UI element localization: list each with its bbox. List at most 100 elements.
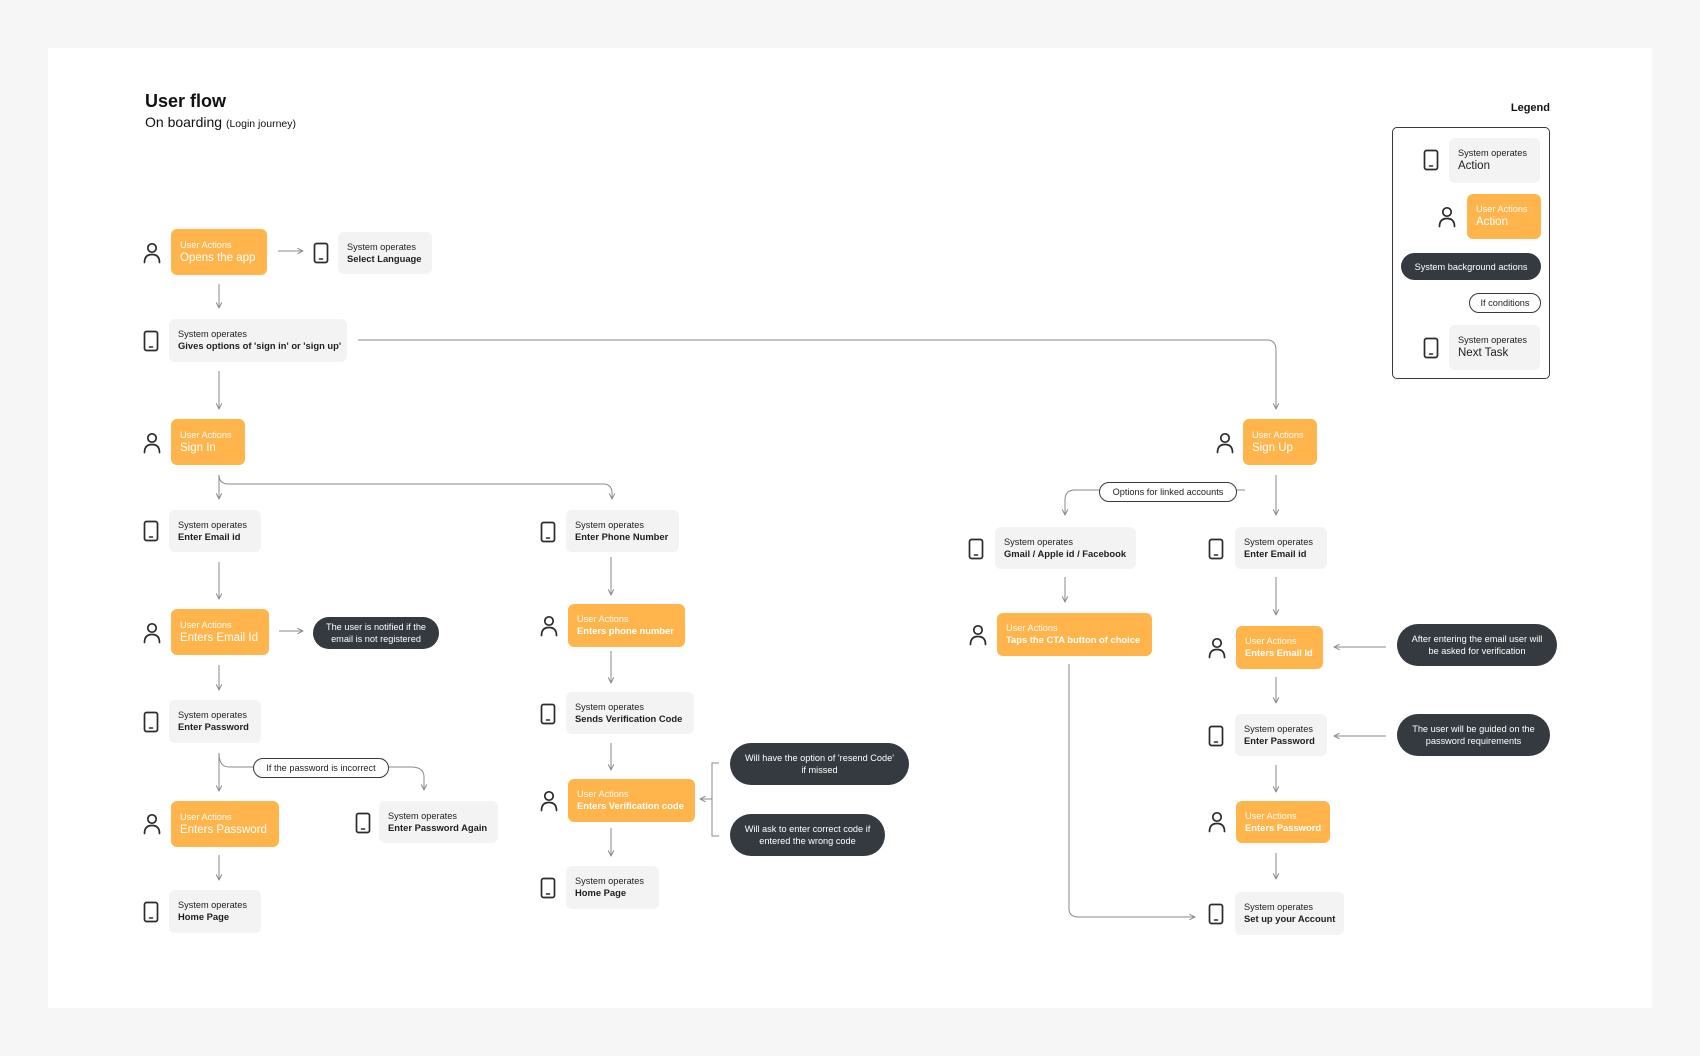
phone-icon <box>143 520 159 542</box>
node-sub: System operates <box>1244 902 1313 912</box>
node-sub: User Actions <box>1006 623 1058 633</box>
node-home-page-2: System operates Home Page <box>566 866 659 909</box>
node-main: Home Page <box>178 911 230 922</box>
legend-user-action: User Actions Action <box>1467 194 1541 239</box>
condition-password-incorrect: If the password is incorrect <box>253 758 389 778</box>
phone-icon <box>1208 725 1224 747</box>
person-icon <box>1438 206 1456 228</box>
note-line: be asked for verification <box>1428 646 1526 656</box>
connector <box>218 752 424 790</box>
note-line: The user will be guided on the <box>1412 724 1535 734</box>
node-taps-cta: User Actions Taps the CTA button of choi… <box>997 613 1152 656</box>
node-sub: User Actions <box>1476 204 1528 214</box>
node-main: Enter Phone Number <box>575 530 669 542</box>
node-sub: System operates <box>1458 335 1527 345</box>
note-password-requirements: The user will be guided on the password … <box>1397 714 1550 756</box>
node-enters-phone: User Actions Enters phone number <box>568 604 685 647</box>
node-enter-email: System operates Enter Email id <box>169 510 261 552</box>
phone-icon <box>968 538 984 560</box>
phone-icon <box>355 812 371 834</box>
note-verification: After entering the email user will be as… <box>1397 624 1557 666</box>
note-line: if missed <box>801 765 838 775</box>
node-main: Next Task <box>1458 347 1509 359</box>
person-icon <box>143 622 161 644</box>
condition-label: If the password is incorrect <box>266 763 376 773</box>
node-sub: System operates <box>1244 536 1313 547</box>
connector <box>1065 489 1245 515</box>
node-sub: User Actions <box>180 239 232 250</box>
phone-icon <box>1423 149 1439 171</box>
node-opens-app: User Actions Opens the app <box>171 229 267 275</box>
person-icon <box>1208 811 1226 833</box>
node-enters-email: User Actions Enters Email Id <box>171 609 269 655</box>
node-sub: User Actions <box>180 619 232 630</box>
node-main: Enter Password <box>1244 734 1315 746</box>
node-sub: User Actions <box>1245 810 1297 821</box>
node-main: Action <box>1458 160 1490 172</box>
person-icon <box>143 242 161 264</box>
node-su-enters-password: User Actions Enters Password <box>1236 801 1330 843</box>
node-main: Enters Password <box>180 823 267 836</box>
phone-icon <box>143 901 159 923</box>
phone-icon <box>540 521 556 543</box>
person-icon <box>969 624 987 646</box>
page-title: User flow <box>145 91 227 111</box>
legend-box <box>1392 127 1550 379</box>
node-sub: System operates <box>178 329 247 339</box>
person-icon <box>143 813 161 835</box>
node-main: Set up your Account <box>1244 913 1336 924</box>
node-sub: System operates <box>575 701 644 712</box>
node-main: Opens the app <box>180 251 256 264</box>
legend-background-action: System background actions <box>1401 253 1541 280</box>
node-main: Enters Password <box>1245 821 1322 833</box>
node-main: Action <box>1476 216 1508 228</box>
subtitle-note: (Login journey) <box>225 118 296 130</box>
phone-icon <box>143 711 159 733</box>
note-line: Will ask to enter correct code if <box>744 824 871 834</box>
node-sub: User Actions <box>1252 429 1304 440</box>
node-main: Enters Email Id <box>1245 647 1313 658</box>
connector <box>711 762 719 837</box>
connector <box>218 474 612 499</box>
node-main: Select Language <box>347 252 422 264</box>
page-subtitle: On boarding (Login journey) <box>145 114 296 130</box>
node-main: Enter Email id <box>178 530 241 542</box>
node-sub: System operates <box>347 241 416 252</box>
node-main: Enters Email Id <box>180 631 258 644</box>
note-not-registered: The user is notified if the email is not… <box>313 617 439 649</box>
person-icon <box>1216 432 1234 454</box>
phone-icon <box>143 330 159 352</box>
node-enter-phone: System operates Enter Phone Number <box>566 510 679 552</box>
node-su-enter-email: System operates Enter Email id <box>1235 527 1327 569</box>
note-line: After entering the email user will <box>1411 634 1543 644</box>
legend-next-task: System operates Next Task <box>1449 325 1540 370</box>
note-line: The user is notified if the <box>325 622 427 632</box>
phone-icon <box>1208 903 1224 925</box>
person-icon <box>540 790 558 812</box>
node-sub: System operates <box>178 900 247 910</box>
phone-icon <box>1423 337 1439 359</box>
node-select-language: System operates Select Language <box>338 232 432 274</box>
node-enters-code: User Actions Enters Verification code <box>568 779 695 822</box>
node-setup-account: System operates Set up your Account <box>1235 892 1344 935</box>
legend-condition-label: If conditions <box>1480 298 1530 308</box>
legend-title: Legend <box>1510 102 1550 114</box>
legend-background-label: System background actions <box>1414 261 1528 272</box>
subtitle-text: On boarding <box>145 114 223 130</box>
node-sub: User Actions <box>1245 636 1297 646</box>
note-line: email is not registered <box>331 634 421 644</box>
node-main: Sign Up <box>1252 441 1293 454</box>
node-sub: System operates <box>1458 148 1527 158</box>
node-sub: System operates <box>388 810 457 821</box>
node-su-enter-password: System operates Enter Password <box>1235 714 1327 756</box>
node-home-page-1: System operates Home Page <box>169 890 261 933</box>
node-sign-in: User Actions Sign In <box>171 419 245 465</box>
node-sub: User Actions <box>180 811 232 822</box>
note-resend-code: Will have the option of 'resend Code' if… <box>730 743 909 785</box>
phone-icon <box>1208 538 1224 560</box>
node-su-enters-email: User Actions Enters Email Id <box>1236 626 1323 669</box>
node-enters-password: User Actions Enters Password <box>171 801 279 847</box>
node-gmail-apple: System operates Gmail / Apple id / Faceb… <box>995 527 1136 569</box>
node-sub: System operates <box>575 876 644 886</box>
node-main: Taps the CTA button of choice <box>1006 634 1141 645</box>
